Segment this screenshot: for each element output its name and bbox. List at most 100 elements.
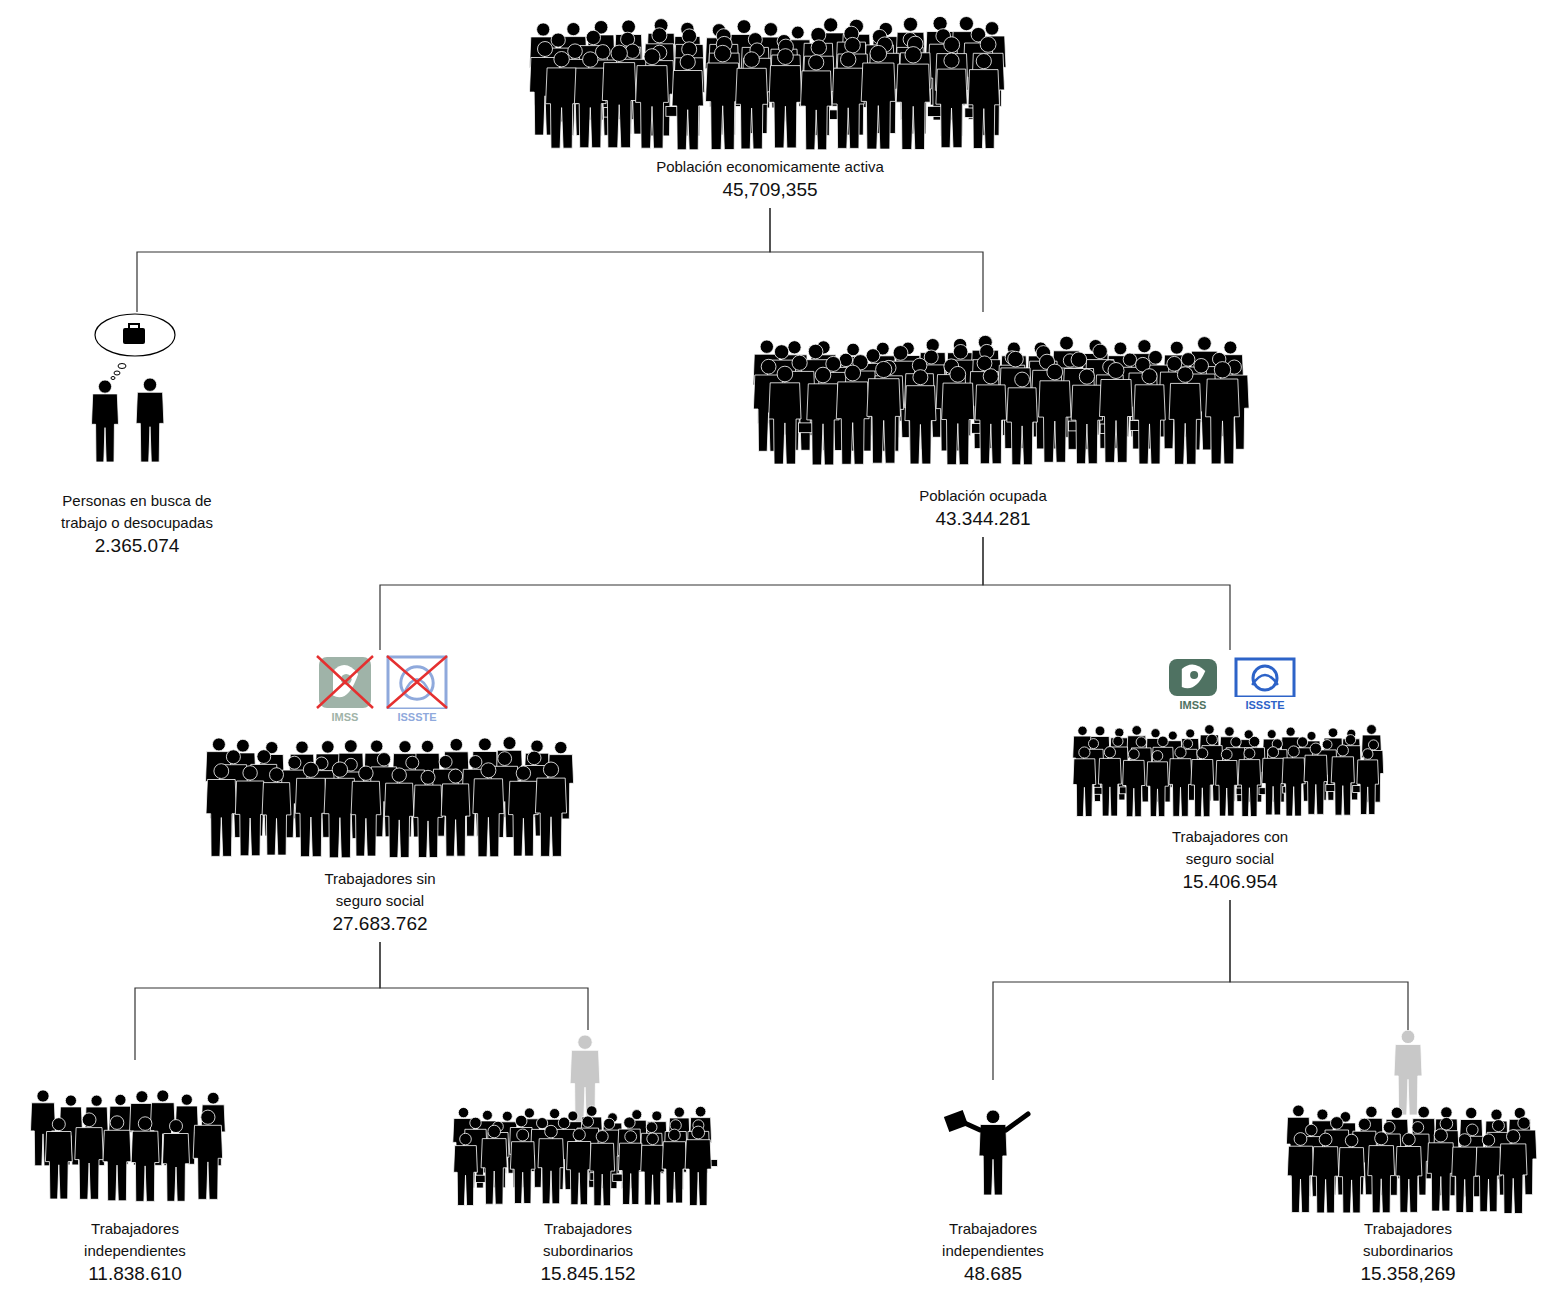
person-head [1307, 731, 1316, 740]
imss-logo: IMSS [1165, 657, 1221, 713]
person-head [1225, 727, 1235, 737]
person-silhouette [1262, 758, 1285, 815]
person-head [714, 45, 731, 62]
person-head [212, 738, 225, 751]
person-head [470, 1117, 481, 1128]
person-head [531, 740, 543, 752]
person-head [460, 1133, 472, 1145]
person-head [1294, 1133, 1307, 1146]
person-head [1297, 737, 1307, 747]
person-head [1089, 739, 1099, 749]
person-head [1306, 1124, 1318, 1136]
person-head [1231, 737, 1241, 747]
person-silhouette [1169, 383, 1201, 464]
person-silhouette [1216, 761, 1238, 817]
person-silhouette [454, 1146, 478, 1206]
person-silhouette [1123, 760, 1145, 816]
person-head [669, 1129, 681, 1141]
person-silhouette [1427, 1143, 1454, 1211]
tree-connector [983, 537, 1230, 650]
person-head [537, 23, 550, 36]
person-silhouette [92, 394, 119, 462]
briefcase [928, 106, 942, 116]
person-silhouette [807, 384, 839, 465]
person-head [1337, 745, 1348, 756]
person-silhouette [1312, 1147, 1338, 1213]
person-head [1221, 749, 1232, 760]
person-silhouette [295, 778, 326, 856]
population-group: Trabajadores subordinarios15.845.152 [528, 1030, 648, 1286]
person-silhouette [1191, 760, 1214, 817]
person-head [903, 17, 917, 31]
person-head [543, 762, 558, 777]
person-head [596, 1131, 608, 1143]
person-head [792, 355, 807, 370]
person-head [406, 756, 419, 769]
person-head [913, 370, 928, 385]
person-head [1244, 748, 1255, 759]
person-head [761, 359, 776, 374]
person-head [986, 1110, 1000, 1124]
person-head [527, 751, 541, 765]
person-head [764, 23, 778, 37]
person-head [1175, 747, 1186, 758]
group-count: 43.344.281 [853, 507, 1113, 531]
person-head [550, 1109, 560, 1119]
person-head [1158, 736, 1169, 747]
person-head [953, 345, 968, 360]
person-silhouette [574, 68, 606, 148]
person-head [537, 1118, 548, 1129]
person-silhouette [832, 68, 864, 148]
person-silhouette [769, 66, 802, 148]
briefcase [1326, 784, 1336, 791]
person-silhouette [602, 63, 636, 148]
population-group: Trabajadores independientes48.685 [933, 1080, 1053, 1286]
person-head [545, 1125, 558, 1138]
person-head [644, 49, 660, 65]
person-head [1401, 1030, 1415, 1044]
person-silhouette [590, 1143, 615, 1205]
person-silhouette [567, 1142, 592, 1205]
person-head [1418, 1106, 1430, 1118]
person-head [1317, 1109, 1328, 1120]
person-head [1207, 734, 1218, 745]
person-head [692, 1126, 705, 1139]
person-head [524, 1108, 534, 1118]
group-name: Trabajadores independientes [933, 1218, 1053, 1262]
person-head [568, 1111, 578, 1121]
person-head [809, 55, 824, 70]
person-silhouette [706, 63, 740, 150]
person-head [652, 28, 667, 43]
person-head [1288, 746, 1299, 757]
person-head [1310, 743, 1321, 754]
briefcase [799, 423, 813, 433]
person-silhouette [441, 784, 470, 856]
person-silhouette [535, 778, 566, 856]
person-silhouette [1169, 759, 1192, 817]
person-head [1060, 336, 1074, 350]
person-head [573, 1129, 585, 1141]
person-head [1170, 341, 1183, 354]
population-group: Personas en busca de trabajo o desocupad… [47, 312, 227, 558]
person-head [1331, 1117, 1344, 1130]
person-head [296, 741, 308, 753]
person-head [450, 738, 463, 751]
briefcase [123, 328, 145, 344]
raised-arms [958, 1114, 1028, 1130]
person-head [1482, 1134, 1494, 1146]
person-head [582, 1116, 593, 1127]
group-count: 27.683.762 [310, 912, 450, 936]
person-silhouette [1394, 1045, 1422, 1116]
person-silhouette [1134, 385, 1166, 464]
person-head [760, 340, 773, 353]
person-head [1123, 353, 1136, 366]
person-silhouette [1452, 1147, 1478, 1212]
person-silhouette [75, 1128, 104, 1200]
person-head [1434, 1129, 1447, 1142]
person-head [170, 1120, 183, 1133]
person-silhouette [896, 64, 930, 149]
person-head [439, 755, 452, 768]
person-head [1015, 372, 1030, 387]
person-head [538, 42, 553, 57]
person-silhouette [1039, 381, 1071, 463]
